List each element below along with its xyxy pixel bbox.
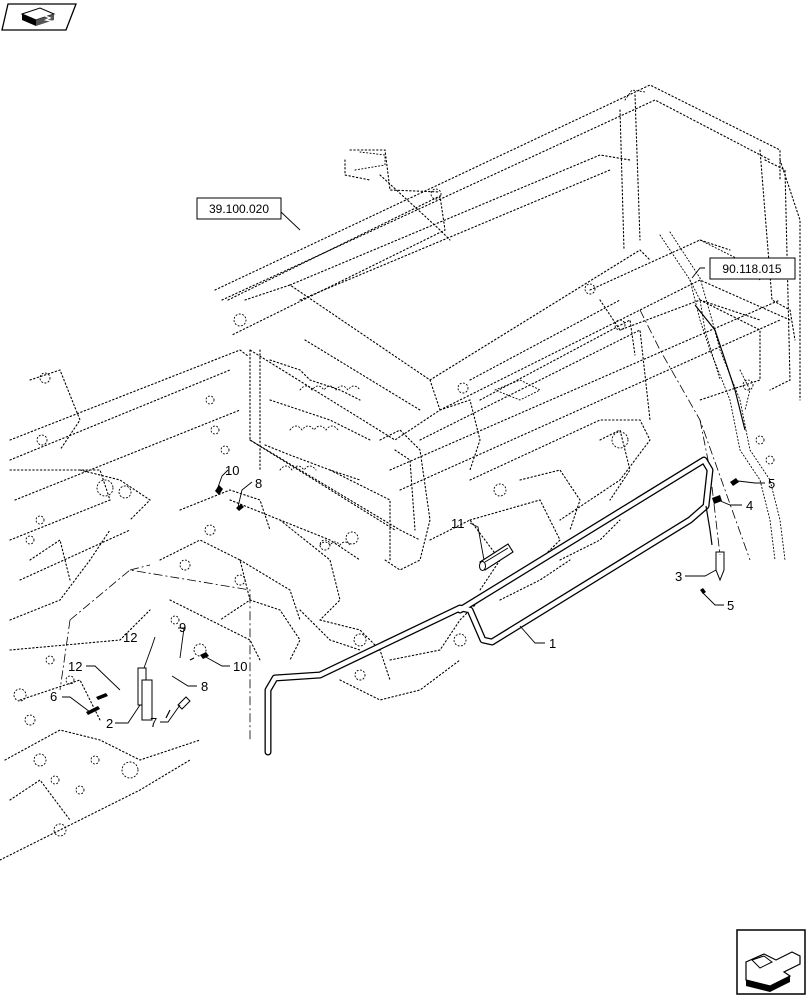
part-3-shape <box>715 551 725 582</box>
callout-labels: 1 2 3 4 5 5 6 7 8 8 9 10 10 11 12 12 <box>50 463 775 731</box>
callout-3: 3 <box>675 569 682 584</box>
part-1-rod <box>264 456 714 756</box>
callout-5-top: 5 <box>768 476 775 491</box>
callout-1: 1 <box>549 636 556 651</box>
phantom-lines <box>59 309 751 740</box>
reference-text: 90.118.015 <box>722 262 781 276</box>
part-4-shape <box>712 495 722 504</box>
baler-frame-drawing <box>0 84 801 861</box>
left-hardware <box>86 485 244 721</box>
part-5-top-shape <box>730 478 739 486</box>
callout-5-bottom: 5 <box>727 598 734 613</box>
prev-page-arrow-icon[interactable] <box>1 3 77 31</box>
part-11-pin <box>479 543 514 571</box>
callout-12-top: 12 <box>123 630 137 645</box>
callout-12-bottom: 12 <box>68 659 82 674</box>
callout-8-top: 8 <box>255 476 262 491</box>
callout-2: 2 <box>106 716 113 731</box>
reference-text: 39.100.020 <box>209 202 269 216</box>
callout-10-bottom: 10 <box>233 659 247 674</box>
callout-8-bottom: 8 <box>201 679 208 694</box>
leader-lines <box>62 211 765 724</box>
reference-box-39-100-020[interactable]: 39.100.020 <box>196 197 282 220</box>
next-page-arrow-icon[interactable] <box>736 929 806 995</box>
callout-10-top: 10 <box>225 463 239 478</box>
callout-11: 11 <box>451 516 465 531</box>
callout-7: 7 <box>150 715 157 730</box>
reference-box-90-118-015[interactable]: 90.118.015 <box>709 257 796 280</box>
callout-9: 9 <box>179 620 186 635</box>
right-hardware <box>694 304 746 594</box>
callout-4: 4 <box>746 498 753 513</box>
callout-6: 6 <box>50 689 57 704</box>
part-5-bottom-shape <box>700 588 706 594</box>
